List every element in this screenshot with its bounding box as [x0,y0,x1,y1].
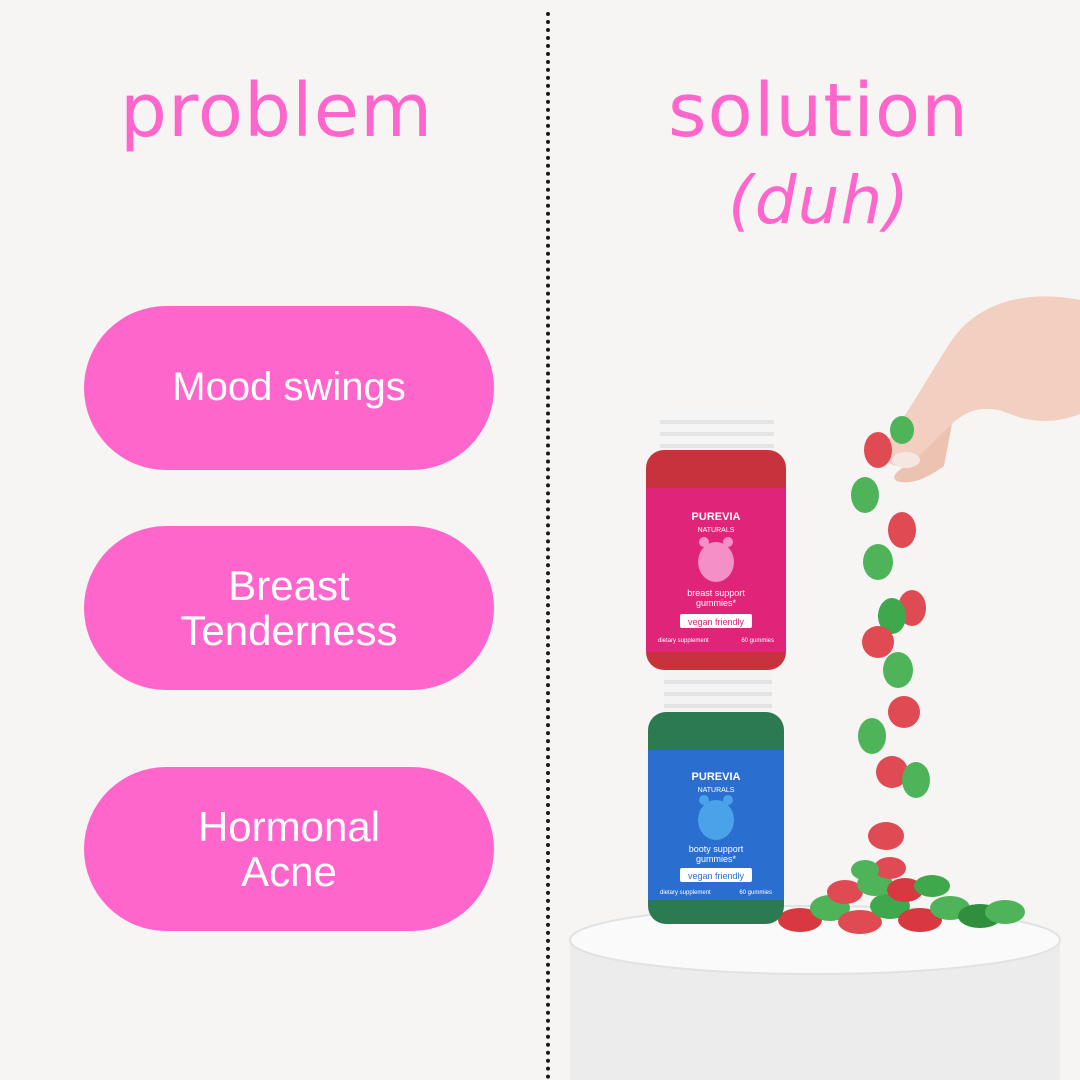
problem-pill-hormonal-acne: Hormonal Acne [84,767,494,931]
problem-pill-mood-swings: Mood swings [84,306,494,470]
gummy-pile [778,857,1025,934]
problem-heading: problem [120,68,434,154]
jar-bottom-brand-sub: NATURALS [698,787,735,794]
jar-bottom-brand: PUREVIA [692,771,741,783]
jar-top-footer-right: 60 gummies [741,638,774,644]
jar-top-name-1: breast support [687,588,745,598]
bear-icon [698,800,734,840]
falling-gummies [851,477,930,850]
solution-aside: (duh) [728,162,911,239]
jar-bottom-badge: vegan friendly [688,871,745,881]
pedestal [569,905,1061,1080]
jar-top-brand-sub: NATURALS [698,527,735,534]
jar-bottom-name-2: gummies* [696,854,737,864]
jar-top-brand: PUREVIA [692,511,741,523]
jar-top-footer-left: dietary supplement [658,638,709,644]
jar-top-badge: vegan friendly [688,617,745,627]
dotted-divider [546,12,550,1080]
jar-top-name-2: gummies* [696,598,737,608]
jar-bottom-name-1: booty support [689,844,744,854]
hand [864,296,1080,483]
bear-icon [698,542,734,582]
problem-pill-breast-tenderness: Breast Tenderness [84,526,494,690]
jar-bottom-footer-left: dietary supplement [660,890,711,896]
product-photo: PUREVIA NATURALS booty support gummies* … [569,296,1080,1080]
jar-bottom: PUREVIA NATURALS booty support gummies* … [648,672,784,924]
solution-heading: solution [668,68,970,154]
jar-top: PUREVIA NATURALS breast support gummies*… [646,412,786,670]
jar-bottom-footer-right: 60 gummies [739,890,772,896]
